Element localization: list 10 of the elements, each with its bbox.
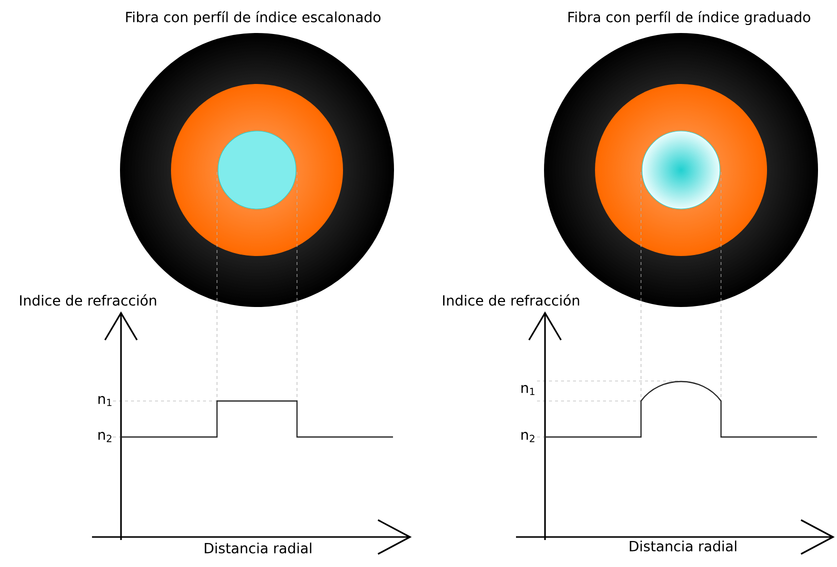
panel-title: Fibra con perfíl de índice escalonado xyxy=(126,10,380,26)
axis-label: Distancia radial xyxy=(204,542,312,554)
axis-label: n$_{2}$ xyxy=(521,432,534,442)
axis-label: Distancia radial xyxy=(630,540,736,552)
axis-label: Indice de refracción xyxy=(443,294,580,306)
axis-label: n$_{1}$ xyxy=(521,385,534,396)
axis-label: n$_{2}$ xyxy=(98,432,112,442)
axis-label: n$_{1}$ xyxy=(98,396,112,406)
axis-label: Indice de refracción xyxy=(20,294,156,306)
panel-title: Fibra con perfíl de índice graduado xyxy=(568,10,810,26)
